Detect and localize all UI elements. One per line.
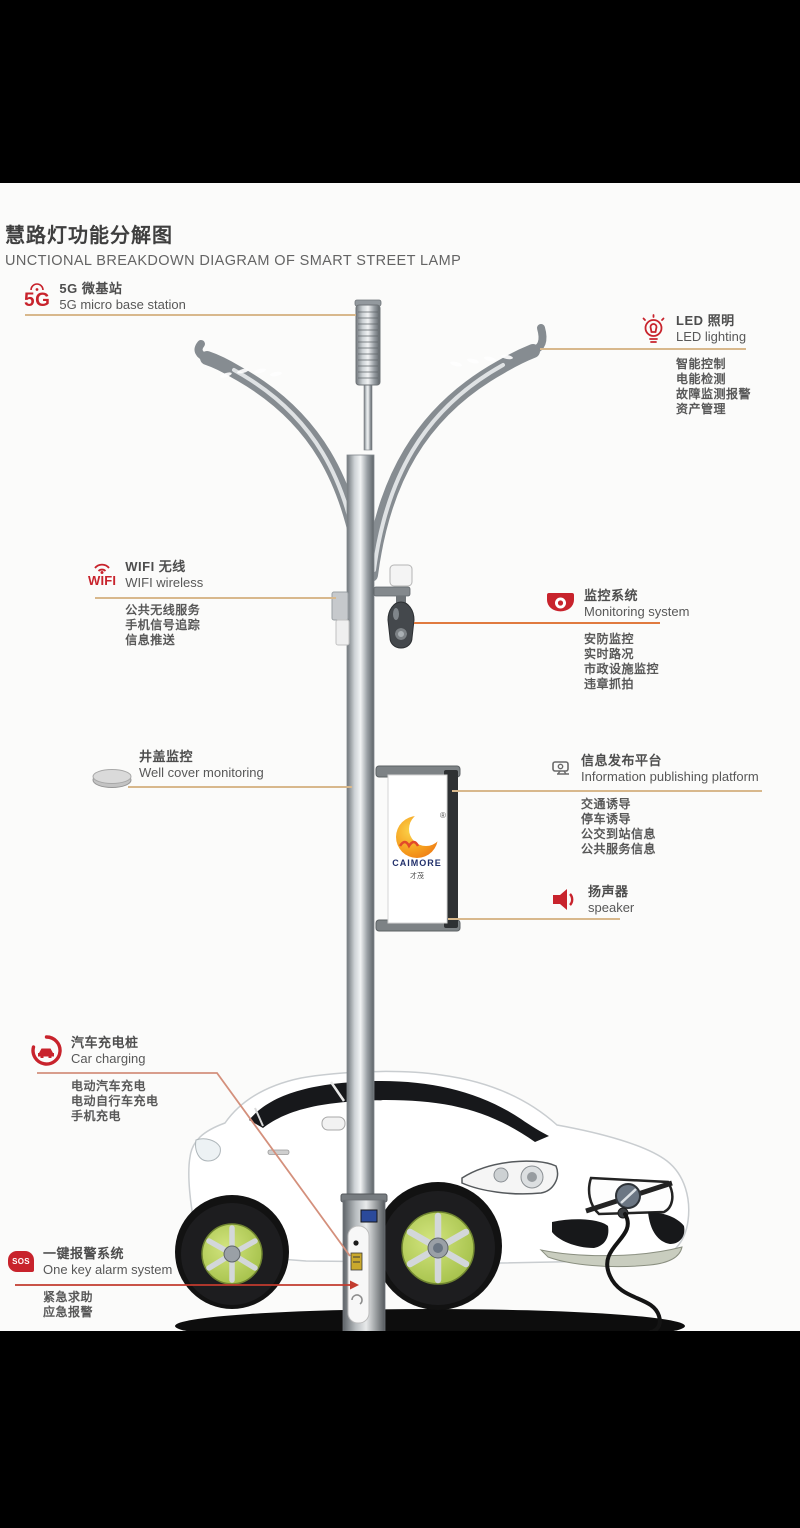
annotation-well-cover: 井盖监控 Well cover monitoring (92, 749, 264, 780)
well-cover-icon (92, 769, 132, 788)
annotation-5g-base-station: 5G 5G 微基站 5G micro base station (24, 281, 186, 312)
camera-dome-icon (546, 591, 575, 616)
annotation-info-platform: 信息发布平台 Information publishing platform 交… (552, 753, 759, 857)
electric-car (175, 1070, 690, 1334)
page-header: 慧路灯功能分解图 UNCTIONAL BREAKDOWN DIAGRAM OF … (5, 219, 461, 269)
led-bulb-icon (640, 313, 667, 344)
annotation-label-en: 5G micro base station (59, 297, 186, 312)
annotation-one-key-alarm: SOS 一键报警系统 One key alarm system 紧急求助 应急报… (8, 1246, 172, 1320)
annotation-speaker: 扬声器 speaker (552, 884, 634, 915)
annotation-label-zh: 汽车充电桩 (71, 1035, 139, 1050)
grille (585, 1176, 674, 1216)
annotation-items: 交通诱导 停车诱导 公交到站信息 公共服务信息 (581, 797, 657, 856)
wifi-icon: WIFI (88, 562, 116, 587)
sos-icon: SOS (8, 1251, 34, 1272)
annotation-items: 电动汽车充电 电动自行车充电 手机充电 (71, 1079, 159, 1123)
surveillance-camera (373, 564, 415, 649)
5g-signal-icon: 5G (24, 283, 50, 310)
annotation-items: 紧急求助 应急报警 (43, 1290, 94, 1319)
display-screen-icon (552, 760, 572, 778)
top-black-band (0, 0, 800, 183)
car-charging-icon (31, 1035, 62, 1066)
speaker-icon (552, 886, 579, 913)
svg-text:才茂: 才茂 (410, 871, 424, 880)
annotation-monitoring-system: 监控系统 Monitoring system 安防监控 实时路况 市政设施监控 … (546, 588, 689, 692)
annotation-label-zh: 信息发布平台 (581, 753, 663, 768)
caimore-logo: ® CAIMORE 才茂 (392, 811, 446, 880)
annotation-label-zh: 监控系统 (584, 588, 639, 603)
pole-base (340, 1193, 388, 1333)
annotation-label-zh: 5G 微基站 (59, 281, 123, 296)
annotation-label-zh: 一键报警系统 (43, 1246, 125, 1261)
antenna-5g (354, 299, 382, 451)
lamp-pole: ® CAIMORE 才茂 (194, 299, 547, 1333)
page-title: 慧路灯功能分解图 (5, 225, 173, 247)
annotation-label-en: LED lighting (676, 329, 747, 344)
annotation-label-en: WIFI wireless (125, 575, 204, 590)
annotation-label-en: Information publishing platform (581, 769, 759, 784)
annotation-label-en: Monitoring system (584, 604, 690, 619)
annotation-label-zh: WIFI 无线 (125, 559, 186, 574)
wifi-unit (331, 591, 350, 646)
annotation-items: 智能控制 电能检测 故障监测报警 资产管理 (676, 357, 752, 416)
charging-cable (605, 1207, 662, 1334)
annotation-label-zh: LED 照明 (676, 313, 735, 328)
svg-text:CAIMORE: CAIMORE (392, 858, 442, 868)
annotation-label-zh: 扬声器 (588, 884, 629, 899)
connector-lines (15, 314, 762, 1290)
annotation-label-en: speaker (588, 900, 635, 915)
lamp-arm-left (194, 340, 370, 582)
display-banner: ® CAIMORE 才茂 (375, 765, 461, 932)
page-subtitle: UNCTIONAL BREAKDOWN DIAGRAM OF SMART STR… (5, 253, 462, 269)
annotation-label-en: Well cover monitoring (139, 765, 264, 780)
annotation-car-charging: 汽车充电桩 Car charging 电动汽车充电 电动自行车充电 手机充电 (31, 1035, 159, 1124)
annotation-wifi: WIFI WIFI 无线 WIFI wireless 公共无线服务 手机信号追踪… (88, 559, 203, 648)
front-wheel (401, 1211, 475, 1285)
rear-wheel (201, 1223, 263, 1285)
annotation-items: 公共无线服务 手机信号追踪 信息推送 (125, 603, 201, 647)
bottom-black-band (0, 1331, 800, 1528)
headlight (461, 1160, 559, 1195)
annotation-led-lighting: LED 照明 LED lighting 智能控制 电能检测 故障监测报警 资产管… (640, 313, 751, 417)
annotation-label-en: One key alarm system (43, 1262, 173, 1277)
lamp-arm-right (364, 324, 547, 582)
svg-text:®: ® (440, 811, 446, 820)
annotation-label-en: Car charging (71, 1051, 146, 1066)
annotation-items: 安防监控 实时路况 市政设施监控 违章抓拍 (584, 632, 660, 691)
annotation-label-zh: 井盖监控 (139, 749, 194, 764)
